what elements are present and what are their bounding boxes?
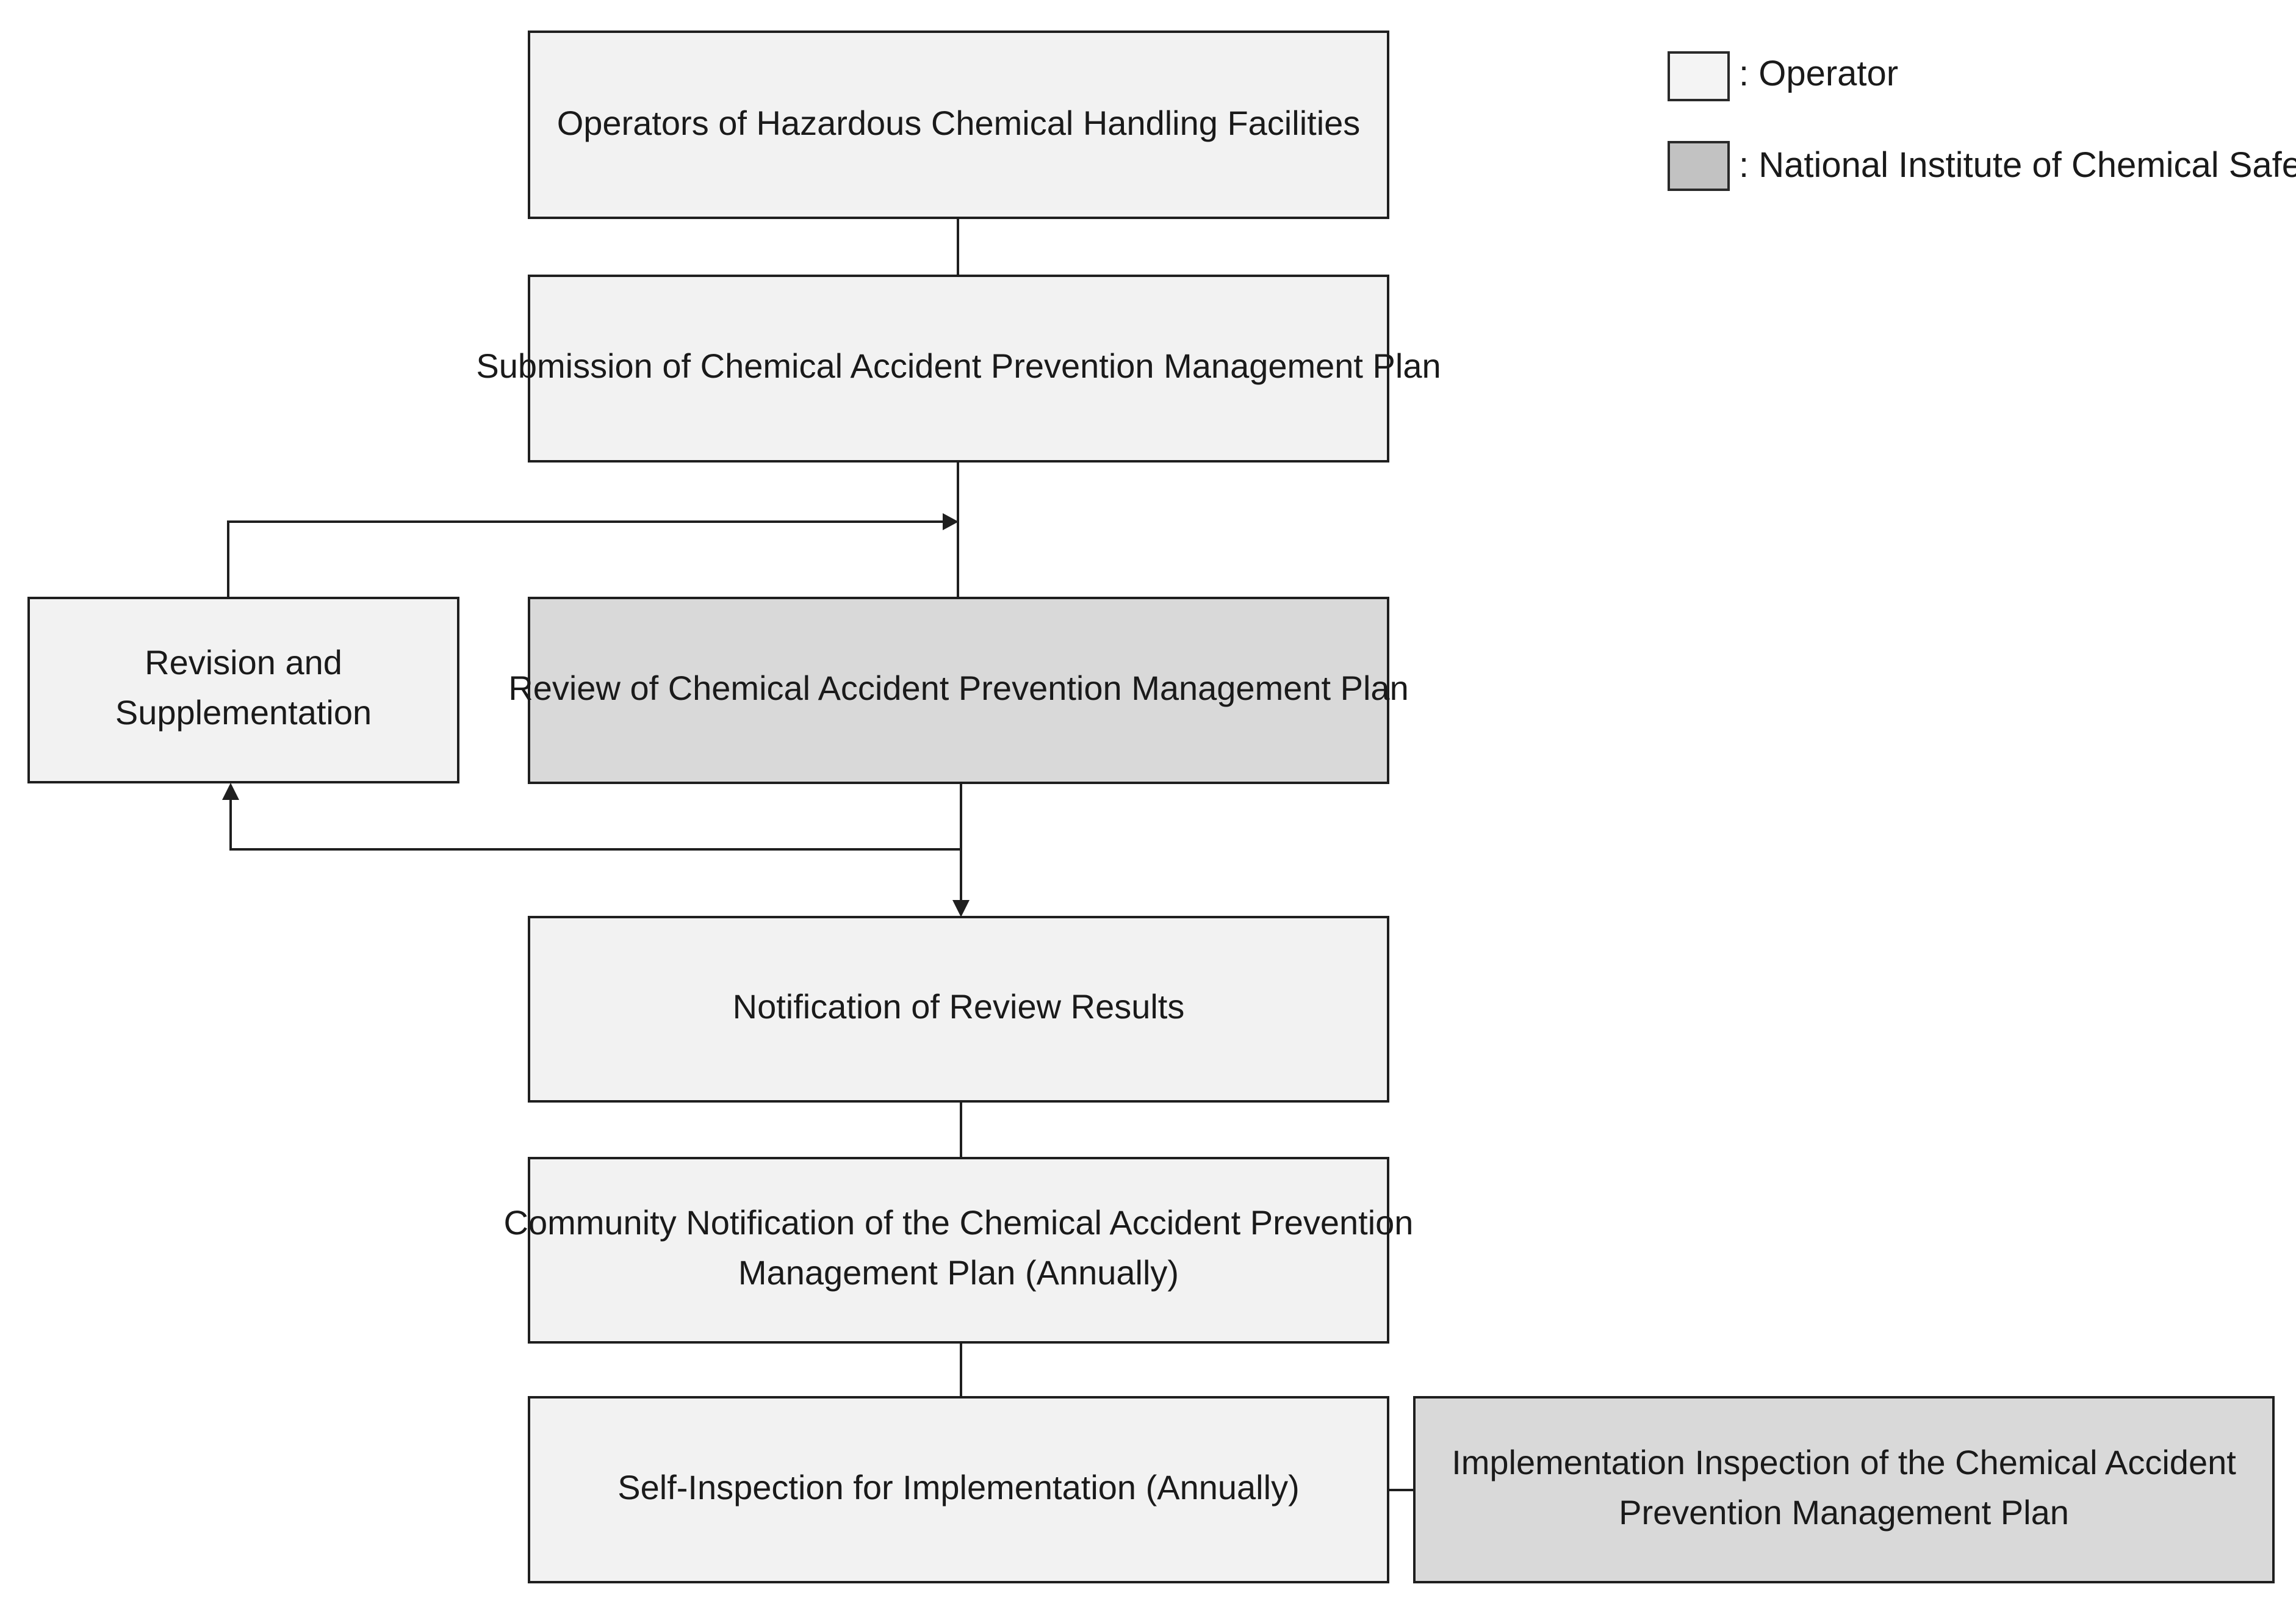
- node-self-inspection-box: [528, 1396, 1389, 1583]
- arrowhead-into-notification: [952, 900, 970, 917]
- node-review-label: Review of Chemical Accident Prevention M…: [508, 669, 1408, 707]
- node-implementation: Implementation Inspection of the Chemica…: [1413, 1396, 2275, 1583]
- edge-revision-to-submission: [227, 520, 943, 598]
- label-line: Implementation Inspection of the Chemica…: [1452, 1443, 2236, 1481]
- node-review-box: [528, 597, 1389, 784]
- node-implementation-box: [1413, 1396, 2275, 1583]
- legend: : Operator : National Institute of Chemi…: [1668, 51, 2296, 191]
- label-line: Supplementation: [115, 693, 372, 732]
- label-line: Management Plan (Annually): [738, 1253, 1179, 1292]
- legend-swatch-institute: [1668, 141, 1730, 191]
- label-line: Self-Inspection for Implementation (Annu…: [617, 1468, 1299, 1506]
- label-line: Community Notification of the Chemical A…: [504, 1203, 1414, 1242]
- node-notification-box: [528, 916, 1389, 1103]
- node-operators: Operators of Hazardous Chemical Handling…: [528, 31, 1389, 219]
- node-review: Review of Chemical Accident Prevention M…: [508, 597, 1409, 784]
- node-submission-box: [528, 275, 1389, 463]
- node-implementation-label: Implementation Inspection of the Chemica…: [1452, 1443, 2236, 1532]
- node-notification: Notification of Review Results: [528, 916, 1389, 1103]
- node-notification-label: Notification of Review Results: [733, 987, 1185, 1026]
- node-self-inspection: Self-Inspection for Implementation (Annu…: [528, 1396, 1389, 1583]
- legend-label-institute: : National Institute of Chemical Safety: [1739, 145, 2296, 185]
- label-line: Review of Chemical Accident Prevention M…: [508, 669, 1408, 707]
- node-community: Community Notification of the Chemical A…: [504, 1157, 1414, 1344]
- label-line: Revision and: [145, 643, 342, 682]
- label-line: Prevention Management Plan: [1619, 1493, 2069, 1532]
- legend-swatch-operator: [1668, 51, 1730, 101]
- node-submission-label: Submission of Chemical Accident Preventi…: [476, 347, 1441, 385]
- label-line: Notification of Review Results: [733, 987, 1185, 1026]
- node-operators-label: Operators of Hazardous Chemical Handling…: [557, 104, 1361, 142]
- legend-label-operator: : Operator: [1739, 54, 1898, 93]
- arrowhead-into-revision: [222, 783, 239, 800]
- node-community-label: Community Notification of the Chemical A…: [504, 1203, 1414, 1292]
- node-self-inspection-label: Self-Inspection for Implementation (Annu…: [617, 1468, 1299, 1506]
- node-revision-box: [27, 597, 459, 783]
- node-submission: Submission of Chemical Accident Preventi…: [476, 275, 1441, 463]
- arrowhead-into-submission-line: [943, 513, 959, 530]
- edge-review-to-revision: [229, 799, 961, 851]
- node-community-box: [528, 1157, 1389, 1344]
- connectors: [222, 218, 1414, 1491]
- label-line: Operators of Hazardous Chemical Handling…: [557, 104, 1361, 142]
- node-operators-box: [528, 31, 1389, 219]
- label-line: Submission of Chemical Accident Preventi…: [476, 347, 1441, 385]
